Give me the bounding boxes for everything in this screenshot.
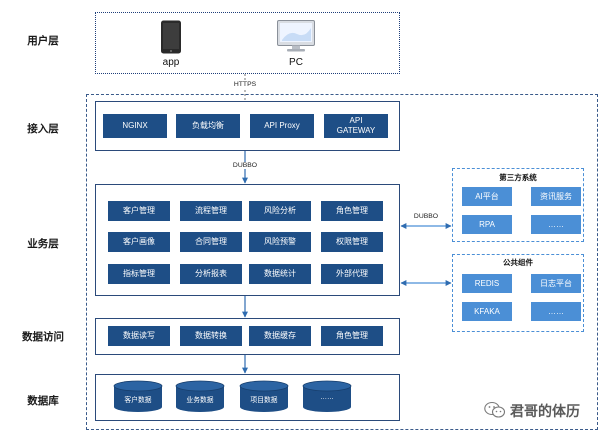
database-cylinder-icon xyxy=(175,380,225,412)
data-access-tile: 角色管理 xyxy=(321,326,383,346)
data-access-tile: 数据读写 xyxy=(108,326,170,346)
public-component-tile: REDIS xyxy=(462,274,512,293)
business-tile: 合同管理 xyxy=(180,232,242,252)
business-tile: 风险预警 xyxy=(249,232,311,252)
access-tile: 负载均衡 xyxy=(176,114,240,138)
database-cylinder-label: 业务数据 xyxy=(186,397,214,404)
access-tile: API Proxy xyxy=(250,114,314,138)
database-cylinder-icon xyxy=(302,380,352,412)
business-tile: 权限管理 xyxy=(321,232,383,252)
https-label: HTTPS xyxy=(225,81,265,88)
user-layer-box xyxy=(95,12,400,74)
database-cylinder-label: 客户数据 xyxy=(124,397,152,404)
database-cylinder: 业务数据 xyxy=(175,380,225,414)
system-boundary xyxy=(86,94,598,430)
public-components-panel xyxy=(452,254,584,332)
database-cylinder-label: 项目数据 xyxy=(250,397,278,404)
third-party-panel xyxy=(452,168,584,242)
desktop-icon xyxy=(277,20,315,52)
layer-title-data-access: 数据访问 xyxy=(22,331,64,343)
data-access-tile: 数据缓存 xyxy=(249,326,311,346)
public-components-title: 公共组件 xyxy=(503,258,533,267)
business-tile: 指标管理 xyxy=(108,264,170,284)
third-party-tile: 资讯服务 xyxy=(531,187,581,206)
database-cylinder: …… xyxy=(302,380,352,414)
database-cylinder: 项目数据 xyxy=(239,380,289,414)
layer-title-business: 业务层 xyxy=(27,238,59,250)
third-party-tile: RPA xyxy=(462,215,512,234)
layer-title-access: 接入层 xyxy=(27,123,59,135)
public-component-tile: KFAKA xyxy=(462,302,512,321)
third-party-tile: …… xyxy=(531,215,581,234)
phone-icon xyxy=(160,20,182,54)
business-tile: 外部代理 xyxy=(321,264,383,284)
database-cylinder-icon xyxy=(113,380,163,412)
database-cylinder: 客户数据 xyxy=(113,380,163,414)
dubbo-label-access-business: DUBBO xyxy=(225,162,265,169)
dubbo-label-business-third-party: DUBBO xyxy=(413,213,439,220)
business-tile: 客户画像 xyxy=(108,232,170,252)
database-cylinder-label: …… xyxy=(320,394,334,401)
watermark-text: 君哥的体历 xyxy=(510,403,580,419)
database-cylinder-icon xyxy=(239,380,289,412)
access-tile: API GATEWAY xyxy=(324,114,388,138)
data-access-tile: 数据转换 xyxy=(180,326,242,346)
app-label: app xyxy=(162,57,180,68)
access-tile: NGINX xyxy=(103,114,167,138)
wechat-logo-icon xyxy=(484,401,506,419)
business-tile: 风险分析 xyxy=(249,201,311,221)
public-component-tile: …… xyxy=(531,302,581,321)
pc-label: PC xyxy=(289,57,303,68)
business-tile: 分析报表 xyxy=(180,264,242,284)
business-tile: 客户管理 xyxy=(108,201,170,221)
layer-title-user: 用户层 xyxy=(27,35,59,47)
public-component-tile: 日志平台 xyxy=(531,274,581,293)
layer-title-database: 数据库 xyxy=(27,395,59,407)
business-tile: 数据统计 xyxy=(249,264,311,284)
business-tile: 角色管理 xyxy=(321,201,383,221)
business-tile: 流程管理 xyxy=(180,201,242,221)
third-party-tile: AI平台 xyxy=(462,187,512,206)
third-party-title: 第三方系统 xyxy=(499,173,537,182)
